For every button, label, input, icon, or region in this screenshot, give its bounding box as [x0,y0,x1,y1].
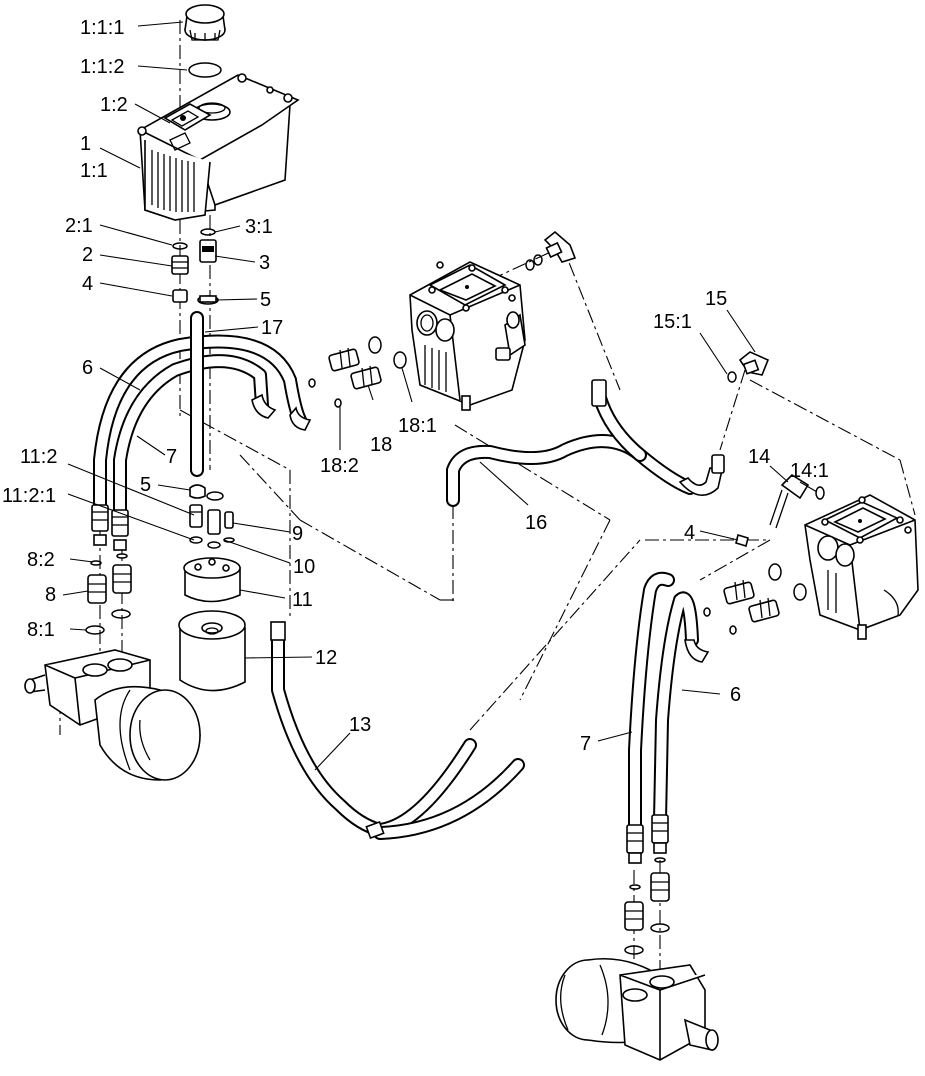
elbow-fittings-left [251,393,312,431]
callout-8: 8 [45,584,56,606]
tank-fittings [171,228,219,305]
callout-5-mid: 5 [140,474,151,496]
callout-1-1: 1:1 [80,160,108,182]
hydraulic-reservoir [137,4,300,221]
hose-6-left [93,334,307,512]
callout-7-right: 7 [580,733,591,755]
callout-12: 12 [315,647,337,669]
pump-elbow-fitting [525,230,577,271]
callout-3-1: 3:1 [245,216,273,238]
hose-6-right-elbow [684,639,710,663]
callout-2: 2 [82,244,93,266]
hose-16 [446,379,725,605]
callout-14: 14 [748,446,770,468]
callout-14-1: 14:1 [790,460,829,482]
callout-16: 16 [525,512,547,534]
callout-8-1: 8:1 [27,619,55,641]
filter-assembly [178,484,246,692]
callout-9: 9 [292,523,303,545]
callout-6-right: 6 [730,684,741,706]
callout-17: 17 [261,317,283,339]
callout-2-1: 2:1 [65,215,93,237]
fittings-14-15 [727,351,825,548]
wheel-motor-right [555,957,719,1061]
callout-13: 13 [349,714,371,736]
callout-15: 15 [705,288,727,310]
hose-7-right [628,571,675,837]
callout-4-right: 4 [684,522,695,544]
hose-13 [270,621,525,840]
callout-18-2: 18:2 [320,455,359,477]
callout-labels: 1:1:1 1:1:2 1:2 1 1:1 2:1 3:1 2 3 4 5 17… [2,17,829,755]
callout-1-1-1: 1:1:1 [80,17,124,39]
callout-6-left: 6 [82,357,93,379]
leader-lines [62,21,818,771]
hose-7-left [113,354,269,517]
left-hose-ends [85,504,132,635]
callout-1: 1 [80,133,91,155]
callout-11-2-1: 11:2:1 [2,485,56,507]
hose-6-right [653,591,699,827]
callout-18: 18 [370,434,392,456]
reservoir-cap [184,4,226,41]
wheel-motor-left [24,649,201,781]
callout-8-2: 8:2 [27,549,55,571]
callout-1-1-2: 1:1:2 [80,56,124,78]
right-hose-ends [624,814,670,955]
callout-1-2: 1:2 [100,94,128,116]
right-pump-fittings [703,563,807,635]
hydraulic-pump-center [409,261,526,411]
callout-11-2: 11:2 [20,446,57,468]
callout-10: 10 [293,556,315,578]
callout-4-left: 4 [82,273,93,295]
hydraulic-pump-right [804,494,919,640]
callout-18-1: 18:1 [398,415,437,437]
cap-o-ring [188,62,222,78]
fittings-18 [308,336,407,408]
callout-11: 11 [292,589,313,611]
callout-15-1: 15:1 [653,311,692,333]
callout-5-top: 5 [260,289,271,311]
callout-3: 3 [259,252,270,274]
callout-7-left: 7 [166,446,177,468]
